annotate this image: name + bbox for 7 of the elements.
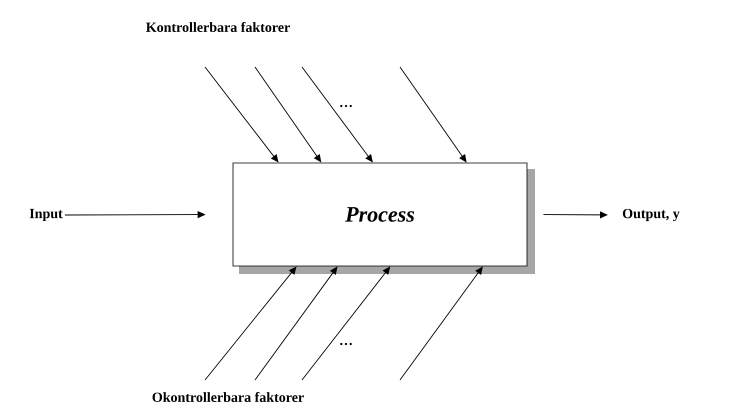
node-label: Output, y <box>622 208 680 222</box>
ellipsis: … <box>340 104 352 108</box>
heading: Okontrollerbara faktorer <box>152 392 304 402</box>
ellipsis: … <box>340 342 352 346</box>
heading: Kontrollerbara faktorer <box>146 22 290 32</box>
node-label: Input <box>30 208 63 222</box>
process-box: Process <box>232 162 535 274</box>
